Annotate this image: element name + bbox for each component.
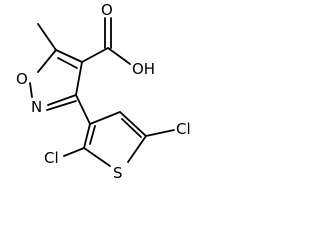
methyl-bond <box>37 23 57 51</box>
sulfur-label: S <box>113 164 123 182</box>
chlorine-left-label: Cl <box>44 149 59 167</box>
thiophene-c3-c4-bond <box>89 111 121 125</box>
chemical-structure-canvas: O N O OH S Cl Cl <box>16 1 191 182</box>
thiophene-c4-c5-bond <box>119 111 147 137</box>
thiophene-c2-c3-double-bond <box>89 125 96 145</box>
isoxazole-c5-o1-bond <box>37 49 57 73</box>
thiophene-c4-c5-double-bond <box>121 118 142 138</box>
isoxazole-c4-c5-bond <box>55 49 83 63</box>
isoxazole-c3-c4-bond <box>75 61 83 96</box>
isoxazole-n2-c3-bond <box>47 94 77 106</box>
nitrogen-ring-label: N <box>31 98 42 116</box>
chlorine-right-label: Cl <box>176 120 191 138</box>
molecule-drawing: O N O OH S Cl Cl <box>16 1 191 182</box>
thiophene-s-c2-bond <box>83 147 111 167</box>
hydroxyl-label: OH <box>132 60 155 78</box>
biaryl-bond <box>75 94 91 125</box>
chlorine-left-bond <box>63 147 85 157</box>
oxygen-ring-label: O <box>16 70 28 88</box>
isoxazole-o1-n2-bond <box>29 82 33 98</box>
thiophene-c5-s-bond <box>127 135 147 163</box>
isoxazole-c4-c5-double-bond <box>57 57 78 69</box>
chlorine-right-bond <box>145 129 175 137</box>
isoxazole-n2-c3-double-bond <box>46 100 77 111</box>
carboxyl-oh-bond <box>107 47 131 65</box>
thiophene-c2-c3-bond <box>83 123 91 149</box>
carboxyl-c-bond <box>81 47 109 63</box>
carbonyl-oxygen-label: O <box>101 1 113 19</box>
